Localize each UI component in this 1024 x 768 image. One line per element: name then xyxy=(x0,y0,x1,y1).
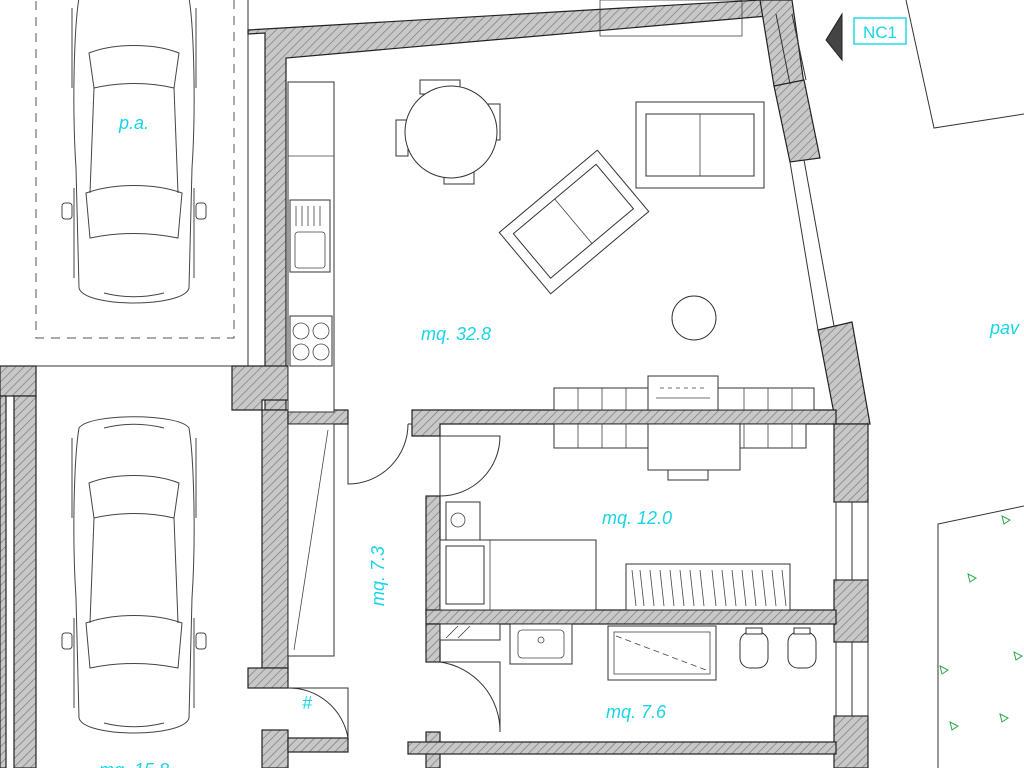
nc1-label: NC1 xyxy=(863,23,897,42)
area-label-shaft: # xyxy=(302,693,313,713)
area-label-corridor: mq. 7.3 xyxy=(368,546,388,606)
round-side-table xyxy=(671,295,717,341)
north-arrow-icon xyxy=(825,12,843,62)
parking-area-top xyxy=(0,0,249,367)
nc1-marker: NC1 xyxy=(825,12,907,62)
outside-region xyxy=(905,0,1024,768)
doors xyxy=(287,423,501,739)
top-frame xyxy=(599,0,743,37)
car-top xyxy=(61,0,207,304)
corridor-closet xyxy=(287,423,335,657)
area-label-parking: p.a. xyxy=(118,113,149,133)
sofa-rotated xyxy=(498,149,650,295)
bathroom-fixtures xyxy=(439,623,817,681)
dining-table xyxy=(395,79,501,185)
sofa-right xyxy=(635,101,765,189)
kitchen-counter xyxy=(287,81,335,413)
car-bottom xyxy=(61,416,207,734)
area-label-bedroom: mq. 12.0 xyxy=(602,508,672,528)
area-label-outside: pav xyxy=(989,318,1020,338)
bedroom-furniture xyxy=(439,423,807,611)
area-label-garage: mq. 15.8 xyxy=(99,760,169,768)
walls xyxy=(0,0,871,768)
desk xyxy=(553,375,815,411)
area-label-bathroom: mq. 7.6 xyxy=(606,702,667,722)
area-label-living: mq. 32.8 xyxy=(421,324,491,344)
